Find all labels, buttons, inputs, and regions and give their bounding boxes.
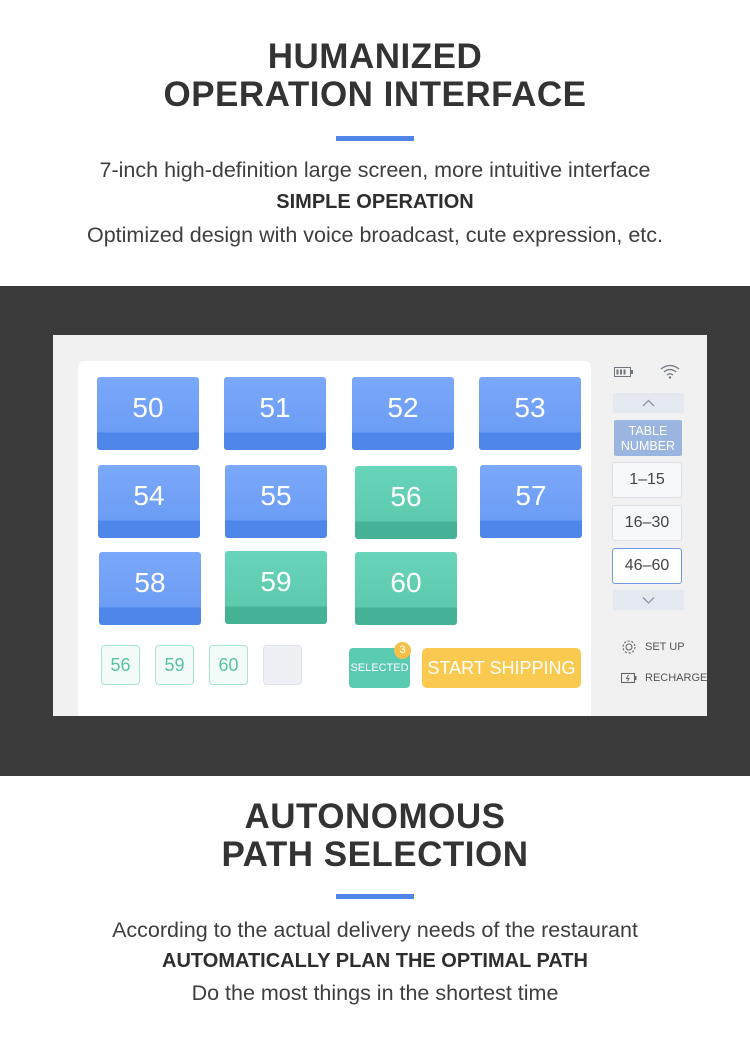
range-button-46-60[interactable]: 46–60: [612, 548, 682, 584]
gear-icon: [622, 640, 636, 654]
scroll-up-button[interactable]: [613, 393, 684, 413]
recharge-label: RECHARGE: [645, 672, 708, 684]
description-highlight: AUTOMATICALLY PLAN THE OPTIMAL PATH: [162, 950, 588, 972]
table-tile-57[interactable]: 57: [480, 465, 582, 538]
intro-section: HUMANIZED OPERATION INTERFACE 7-inch hig…: [0, 0, 750, 286]
chevron-up-icon: [642, 399, 655, 407]
table-label-line-2: NUMBER: [620, 439, 676, 453]
scroll-down-button[interactable]: [613, 590, 684, 610]
range-button-16-30[interactable]: 16–30: [612, 505, 682, 541]
table-tile-52[interactable]: 52: [352, 377, 454, 450]
charging-icon: [621, 672, 637, 684]
description-line-1: According to the actual delivery needs o…: [112, 918, 638, 942]
table-label-line-1: TABLE: [628, 424, 668, 438]
accent-divider: [336, 136, 414, 141]
setup-link[interactable]: SET UP: [621, 639, 685, 655]
empty-slot[interactable]: [263, 645, 302, 685]
description-line-3: Do the most things in the shortest time: [191, 981, 559, 1005]
accent-divider: [336, 894, 414, 899]
table-number-label: TABLE NUMBER: [614, 420, 682, 456]
table-tile-50[interactable]: 50: [97, 377, 199, 450]
wifi-icon: [660, 364, 680, 379]
chevron-down-icon: [642, 597, 655, 604]
path-section: AUTONOMOUS PATH SELECTION According to t…: [0, 776, 750, 1063]
table-tile-51[interactable]: 51: [224, 377, 326, 450]
title-line-1: HUMANIZED: [267, 37, 483, 76]
description-highlight: SIMPLE OPERATION: [276, 191, 474, 213]
selected-slot[interactable]: 59: [155, 645, 194, 685]
description-line-1: 7-inch high-definition large screen, mor…: [99, 158, 651, 182]
start-shipping-button[interactable]: START SHIPPING: [422, 648, 581, 688]
table-tile-60[interactable]: 60: [355, 552, 457, 625]
range-button-1-15[interactable]: 1–15: [612, 462, 682, 498]
recharge-link[interactable]: RECHARGE: [621, 671, 707, 685]
battery-icon: [614, 367, 633, 377]
selected-slot[interactable]: 56: [101, 645, 140, 685]
selected-count-badge: 3: [394, 642, 411, 659]
section-title: HUMANIZED OPERATION INTERFACE: [0, 38, 750, 114]
setup-label: SET UP: [645, 641, 685, 653]
selected-slot[interactable]: 60: [209, 645, 248, 685]
title-line-2: PATH SELECTION: [221, 835, 529, 874]
table-tile-56[interactable]: 56: [355, 466, 457, 539]
table-tile-59[interactable]: 59: [225, 551, 327, 624]
table-tile-53[interactable]: 53: [479, 377, 581, 450]
description-line-3: Optimized design with voice broadcast, c…: [86, 223, 663, 247]
table-tile-55[interactable]: 55: [225, 465, 327, 538]
table-tile-58[interactable]: 58: [99, 552, 201, 625]
table-tile-54[interactable]: 54: [98, 465, 200, 538]
section-title: AUTONOMOUS PATH SELECTION: [0, 798, 750, 874]
title-line-2: OPERATION INTERFACE: [163, 75, 587, 114]
title-line-1: AUTONOMOUS: [244, 797, 506, 836]
